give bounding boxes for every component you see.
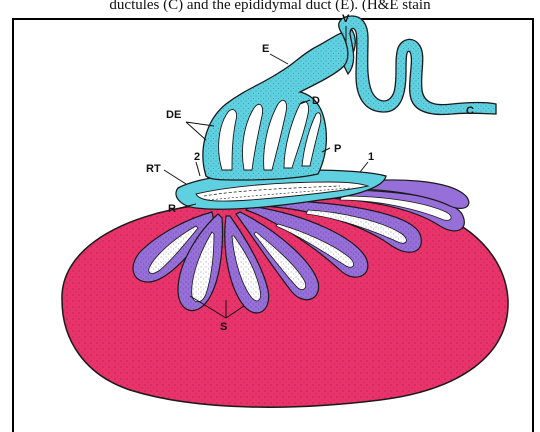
label-p: P — [334, 143, 341, 155]
label-rt: RT — [146, 163, 161, 175]
ductus-deferens — [339, 16, 496, 114]
label-e: E — [262, 43, 269, 55]
label-de: DE — [166, 109, 181, 121]
label-d: D — [312, 95, 320, 107]
label-1: 1 — [368, 151, 374, 163]
label-2: 2 — [194, 151, 200, 163]
label-v: V — [342, 13, 350, 25]
efferent-ductules — [203, 30, 355, 180]
label-r: R — [168, 203, 176, 215]
label-c: C — [466, 105, 474, 117]
label-s: S — [220, 321, 227, 333]
